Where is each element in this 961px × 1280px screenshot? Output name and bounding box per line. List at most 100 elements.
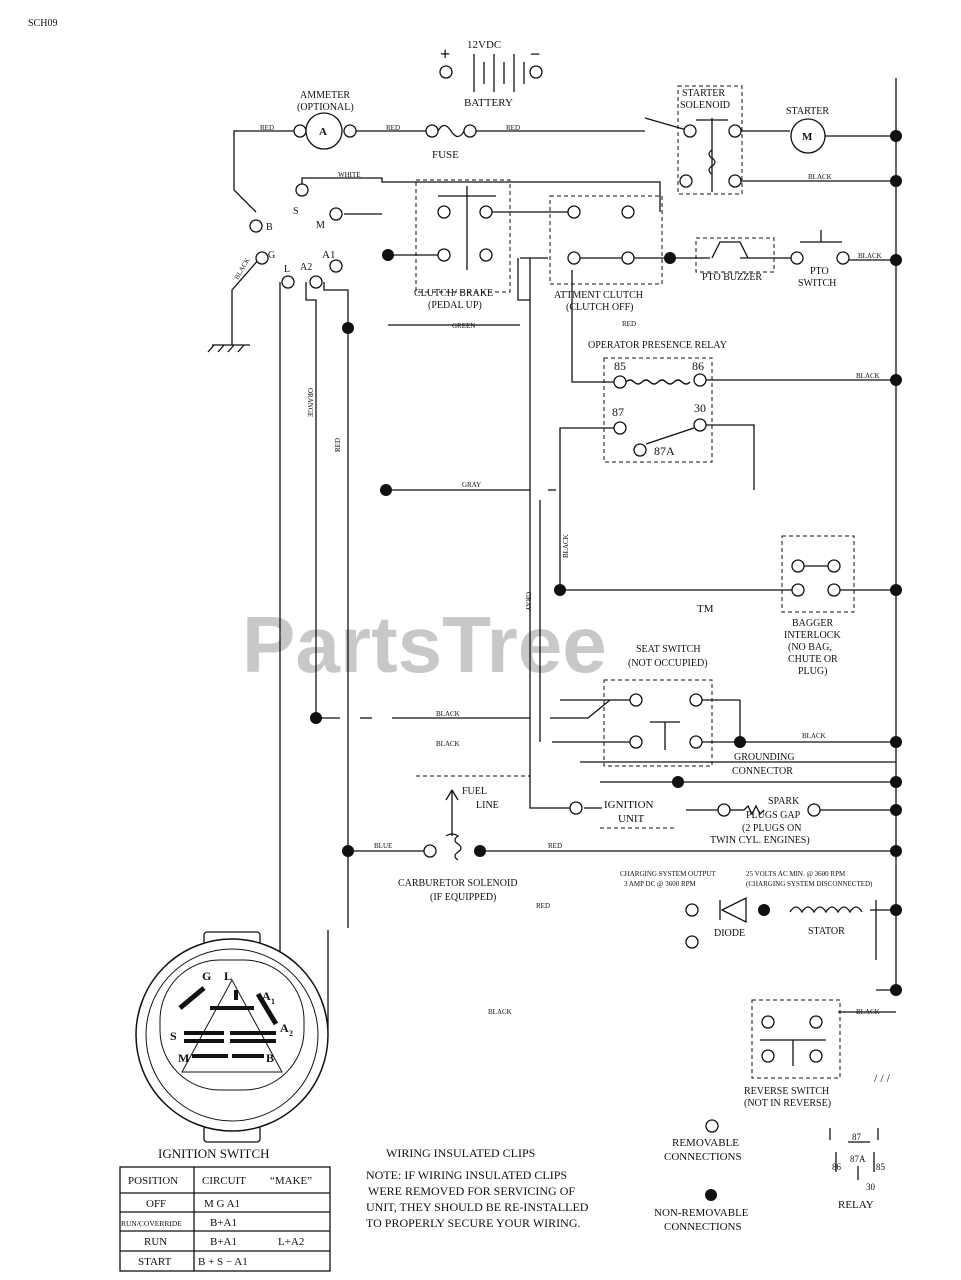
grounding-label-2: CONNECTOR [732,766,793,777]
svg-text:RED: RED [622,320,636,328]
legend-removable: REMOVABLE [672,1137,739,1149]
ammeter-symbol [305,112,343,150]
clips-title: WIRING INSULATED CLIPS [386,1146,535,1160]
battery-plus: + [440,44,450,64]
svg-text:ORANGE: ORANGE [306,388,314,417]
pto-buzzer-symbol [711,241,749,259]
pto-switch-label-2: SWITCH [798,278,836,289]
table-row-extra: L+A2 [278,1236,304,1248]
terminal-a2: A2 [300,262,312,273]
svg-text:A: A [280,1021,289,1035]
relay-87: 87 [612,405,624,419]
clips-note-line: WERE REMOVED FOR SERVICING OF [368,1184,575,1198]
pto-switch-label: PTO [810,266,829,277]
table-row-position: START [138,1256,172,1268]
starter-motor-symbol [790,118,826,154]
table-row-make: M G A1 [204,1198,240,1210]
starter-solenoid-label: STARTER [682,88,725,99]
fuel-line-label: FUEL [462,786,487,797]
terminal-s: S [293,206,299,217]
terminal-l: L [284,264,290,275]
charging-right-label: 25 VOLTS AC MIN. @ 3600 RPM [746,870,846,878]
svg-text:BLACK: BLACK [233,256,252,281]
legend-removable-2: CONNECTIONS [664,1151,742,1163]
svg-text:M: M [178,1051,189,1065]
table-row-make: B+A1 [210,1236,237,1248]
relay-legend-87a: 87A [850,1154,866,1164]
table-row-position: RUN/COVERRIDE [121,1219,182,1228]
svg-text:RED: RED [386,124,400,132]
svg-text:BLACK: BLACK [802,732,826,740]
carb-label: CARBURETOR SOLENOID [398,878,518,889]
svg-text:BLACK: BLACK [436,710,460,718]
svg-text:G: G [202,969,211,983]
charging-left-label: CHARGING SYSTEM OUTPUT [620,870,716,878]
seat-switch-state: (NOT OCCUPIED) [628,658,708,669]
page-code: SCH09 [28,18,57,29]
svg-text:INTERLOCK: INTERLOCK [784,630,841,641]
seat-switch-label: SEAT SWITCH [636,644,701,655]
terminal-m: M [316,220,325,231]
svg-text:BLUE: BLUE [374,842,392,850]
reverse-switch-state: (NOT IN REVERSE) [744,1098,831,1109]
clutch-brake-switch [438,186,496,270]
ammeter-symbol-letter: A [319,126,327,138]
spark-label: SPARK [768,796,800,807]
legend-non-removable: NON-REMOVABLE [654,1207,749,1219]
svg-text:RED: RED [260,124,274,132]
legend-non-removable-2: CONNECTIONS [664,1221,742,1233]
bagger-labels: BAGGER INTERLOCK (NO BAG, CHUTE OR PLUG) [784,618,841,677]
stator-label: STATOR [808,926,845,937]
terminal-b: B [266,222,273,233]
carburetor-solenoid-symbol [445,789,462,861]
stator-coil [789,906,863,914]
terminal-g: G [268,250,275,261]
starter-label: STARTER [786,106,829,117]
clutch-brake-state: (PEDAL UP) [428,300,482,311]
seat-switch-symbol [650,721,680,750]
table-row-position: OFF [146,1198,166,1210]
switch-face-labels: G L A 1 A 2 S M B [170,969,293,1065]
clutch-brake-label: CLUTCH/ BRAKE [414,288,493,299]
carb-state: (IF EQUIPPED) [430,892,496,903]
ignition-switch-face [135,931,329,1143]
component-boxes [415,85,855,1079]
svg-text:RED: RED [536,902,550,910]
relay-legend-label: RELAY [838,1199,874,1211]
svg-text:PLUG): PLUG) [798,666,827,677]
fuse-symbol [437,124,465,138]
battery-symbol [473,54,525,92]
spark-label-4: TWIN CYL. ENGINES) [710,835,810,846]
table-header-make: “MAKE” [270,1175,312,1187]
grounding-label: GROUNDING [734,752,795,763]
svg-text:L: L [224,969,232,983]
ignition-switch-title: IGNITION SWITCH [158,1146,270,1161]
starter-motor-letter: M [802,131,813,143]
wires [207,78,897,1050]
ignition-table [119,1166,331,1272]
diode-symbol [719,896,747,924]
ignition-unit-label: IGNITION [604,799,654,811]
attment-clutch-label: ATTMENT CLUTCH [554,290,643,301]
relay-legend-30: 30 [866,1182,876,1192]
relay-legend-86: 86 [832,1162,842,1172]
watermark: PartsTree [242,600,607,689]
svg-text:BLACK: BLACK [808,173,832,181]
terminal-a1: A1 [322,249,335,261]
svg-text:GRAY: GRAY [524,592,532,611]
relay-legend [829,1128,879,1180]
svg-text:BLACK: BLACK [488,1008,512,1016]
svg-text:BLACK: BLACK [856,372,880,380]
svg-text:S: S [170,1029,177,1043]
relay-86: 86 [692,359,704,373]
battery-minus: − [530,44,540,64]
svg-text:BAGGER: BAGGER [792,618,833,629]
svg-text:BLACK: BLACK [436,740,460,748]
battery-voltage: 12VDC [467,39,501,51]
fuel-line-label-2: LINE [476,800,499,811]
svg-text:2: 2 [289,1029,293,1038]
removable-connections [249,65,850,1133]
spark-label-2: PLUGS GAP [746,810,801,821]
fuse-label: FUSE [432,149,459,161]
diode-label: DIODE [714,928,745,939]
